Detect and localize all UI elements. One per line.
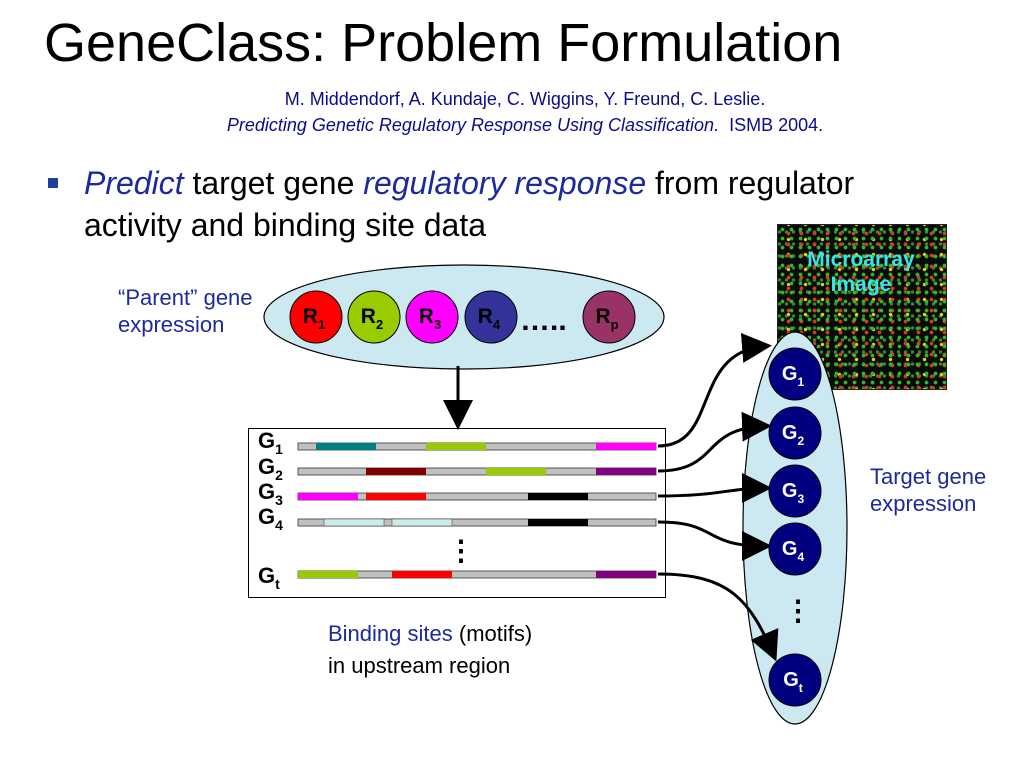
- sequence-vertical-dots: ⋮: [447, 535, 475, 566]
- regulator-node-3: R3: [405, 290, 459, 344]
- parent-expression-label: “Parent” gene expression: [118, 285, 253, 337]
- sequence-row-label-1: G1: [258, 428, 283, 457]
- regulator-node-1: R1: [289, 290, 343, 344]
- binding-sites-line2: in upstream region: [328, 653, 511, 678]
- arrow-g3: [657, 473, 772, 504]
- page-title: GeneClass: Problem Formulation: [44, 13, 843, 73]
- binding-sites-highlight: Binding sites: [328, 621, 453, 646]
- bullet-text: Predict target gene regulatory response …: [84, 162, 904, 246]
- regulator-node-4: R4: [464, 290, 518, 344]
- regulator-ellipse: [263, 264, 665, 370]
- target-gene-4: G4: [768, 522, 822, 576]
- regulator-node-2: R2: [347, 290, 401, 344]
- target-expression-label: Target gene expression: [870, 464, 987, 516]
- target-gene-t: Gt: [768, 653, 822, 707]
- target-gene-2: G2: [768, 406, 822, 460]
- arrow-gt: [657, 572, 779, 662]
- sequence-row-label-t: Gt: [258, 563, 280, 592]
- target-gene-1: G1: [768, 347, 822, 401]
- regulator-nodes: R1 R2 R3 R4 Rp: [289, 290, 636, 344]
- target-gene-label-4: G4: [782, 538, 805, 564]
- sequence-row-3: [297, 492, 657, 501]
- regulator-label-3: R3: [419, 305, 441, 332]
- regulator-label-4: R4: [478, 305, 501, 332]
- sequence-row-label-3: G3: [258, 479, 283, 508]
- target-gene-3: G3: [768, 464, 822, 518]
- regulator-label-2: R2: [361, 305, 383, 332]
- sequence-row-2: [297, 467, 657, 476]
- sequence-row-1: [297, 442, 657, 451]
- bullet-square-icon: [48, 178, 58, 188]
- binding-sites-paren: (motifs): [458, 621, 533, 646]
- regulator-label-p: Rp: [595, 305, 618, 332]
- sequence-row-t: [297, 570, 657, 579]
- bullet-word-regulatory-response: regulatory response: [363, 165, 647, 201]
- arrow-g1: [657, 332, 772, 448]
- bullet-text-2: from regulator activity and binding site…: [84, 165, 855, 243]
- target-gene-label-3: G3: [782, 480, 805, 506]
- regulator-ellipsis: …..: [520, 304, 567, 337]
- target-gene-label-1: G1: [782, 363, 805, 389]
- citation: M. Middendorf, A. Kundaje, C. Wiggins, Y…: [120, 86, 930, 138]
- microarray-label: Microarray Image: [807, 248, 915, 296]
- sequence-row-label-2: G2: [258, 454, 283, 483]
- regulator-label-1: R1: [303, 305, 325, 332]
- upstream-sequence-box: [248, 428, 666, 598]
- arrow-g4: [657, 520, 772, 561]
- target-gene-label-t: Gt: [783, 669, 803, 695]
- sequence-row-4: [297, 518, 657, 527]
- bullet-word-predict: Predict: [84, 165, 184, 201]
- bullet-text-1: target gene: [192, 165, 355, 201]
- arrow-g2: [657, 411, 772, 473]
- target-gene-label-2: G2: [782, 422, 805, 448]
- sequence-row-label-4: G4: [258, 504, 283, 533]
- citation-paper-title: Predicting Genetic Regulatory Response U…: [226, 115, 720, 135]
- citation-authors: M. Middendorf, A. Kundaje, C. Wiggins, Y…: [284, 89, 766, 109]
- regulator-node-p: Rp: [582, 290, 636, 344]
- citation-paper: Predicting Genetic Regulatory Response U…: [120, 112, 930, 138]
- target-vertical-dots: ⋮: [784, 595, 812, 626]
- binding-sites-label: Binding sites (motifs) in upstream regio…: [328, 618, 532, 682]
- citation-venue: ISMB 2004.: [729, 115, 824, 135]
